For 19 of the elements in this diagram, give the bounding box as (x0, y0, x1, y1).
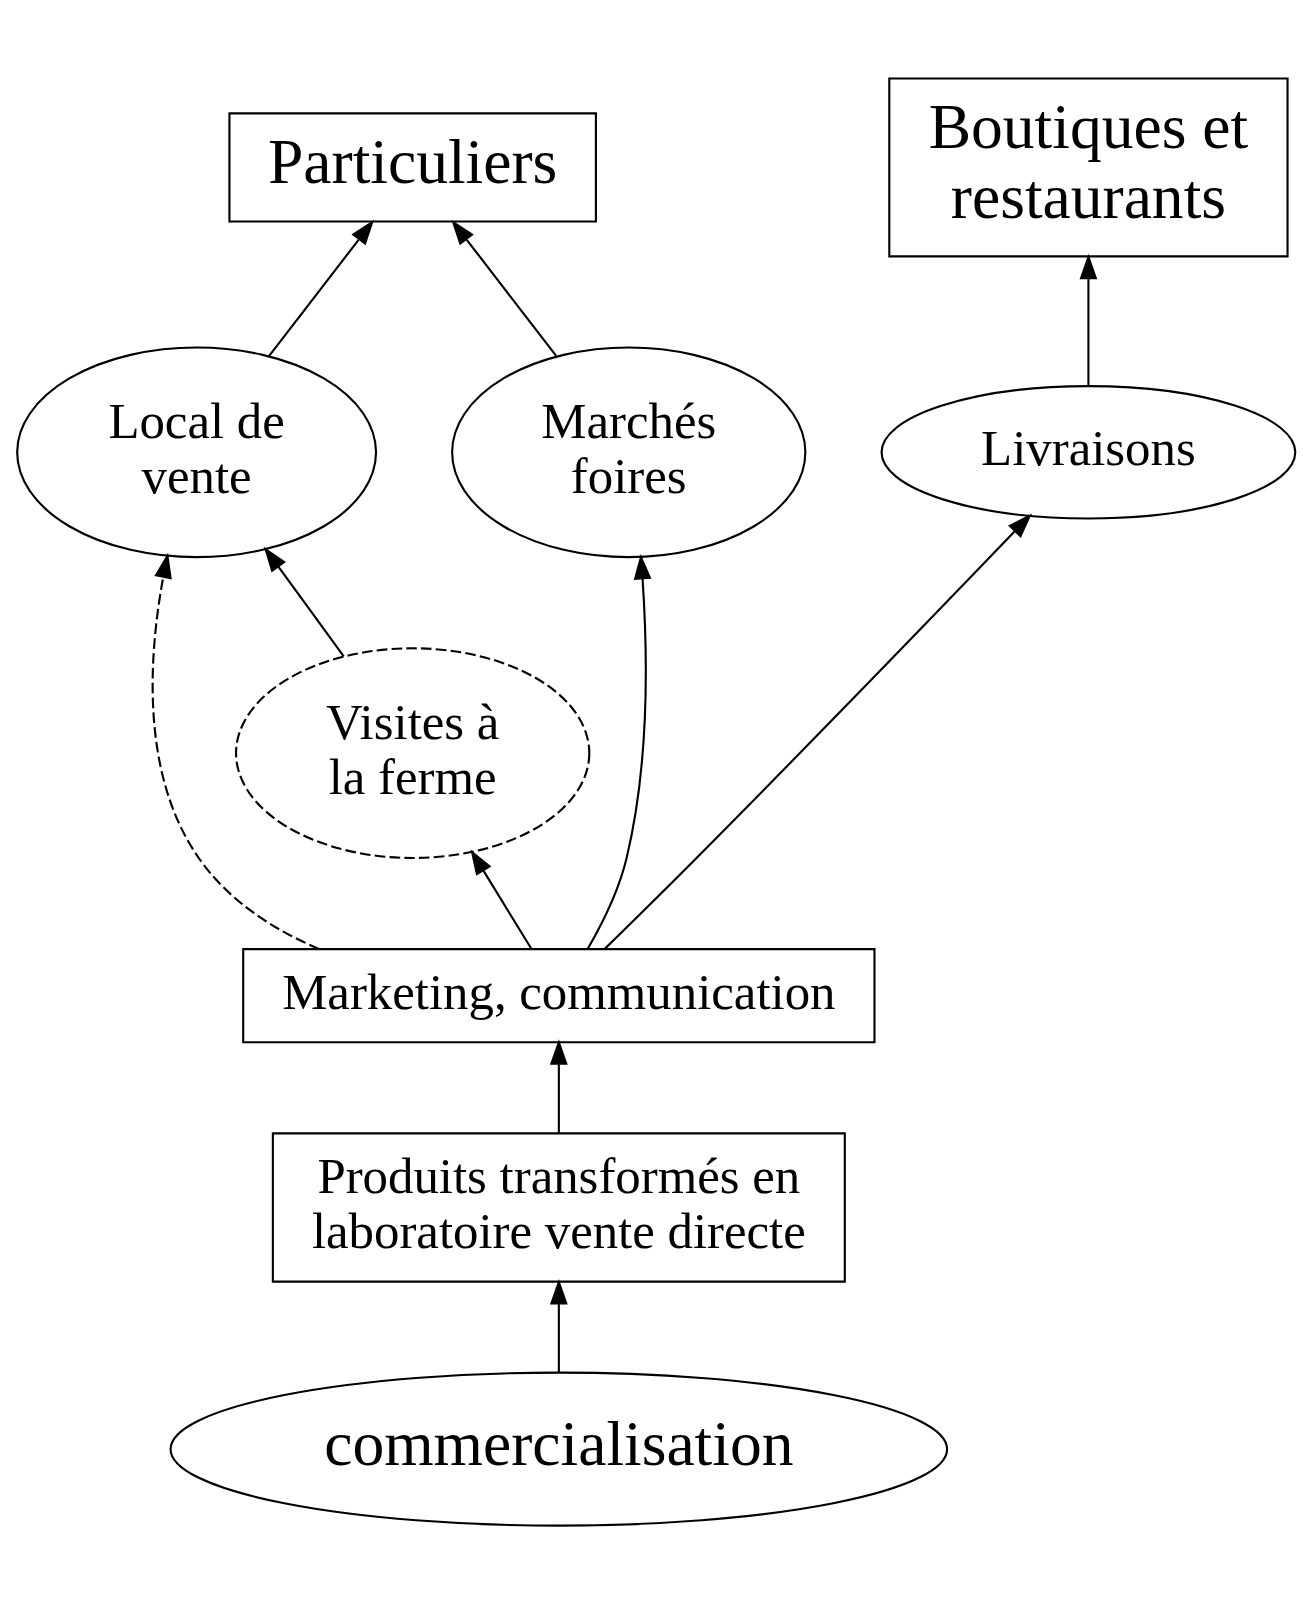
arrow (549, 1039, 568, 1134)
node-box: Particuliers (228, 112, 597, 223)
arrow (1079, 253, 1098, 386)
arrow (604, 513, 1032, 950)
node-ellipse: Visites à la ferme (235, 647, 591, 860)
node-box: Marketing, communication (242, 948, 876, 1044)
node-ellipse: commercialisation (169, 1371, 949, 1527)
arrow (549, 1279, 568, 1373)
node-box: Produits transformés en laboratoire vente directe (271, 1132, 846, 1283)
arrow (268, 219, 375, 357)
node-ellipse: Marchés foires (451, 346, 807, 559)
arrow (451, 219, 558, 357)
node-ellipse: Local de vente (16, 346, 378, 559)
node-box: Boutiques et restaurants (888, 77, 1289, 258)
arrow (263, 546, 345, 657)
arrow (587, 553, 652, 950)
node-ellipse: Livraisons (880, 385, 1297, 520)
arrow (151, 552, 320, 950)
arrow (470, 849, 533, 950)
